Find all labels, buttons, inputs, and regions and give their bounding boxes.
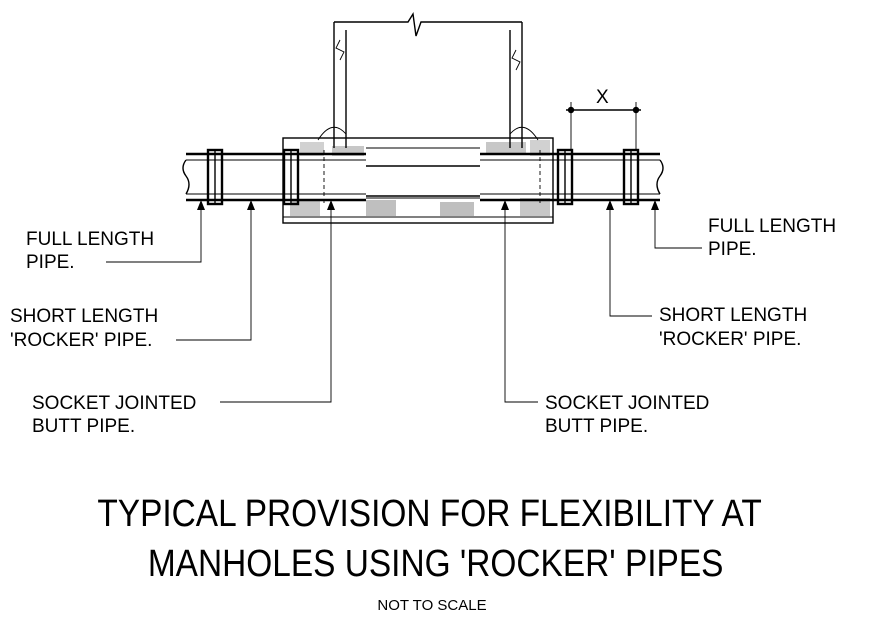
label-butt-right: SOCKET JOINTED [545, 393, 709, 414]
label-full-length-right: FULL LENGTH [708, 216, 836, 237]
label-rocker-left: SHORT LENGTH [10, 306, 158, 327]
dimension-x-label: X [596, 87, 609, 108]
label-rocker-right-2: 'ROCKER' PIPE. [659, 329, 801, 350]
concrete-fill [290, 140, 550, 216]
label-butt-left: SOCKET JOINTED [32, 393, 196, 414]
label-full-length-right-2: PIPE. [708, 239, 757, 260]
leader-lines [106, 200, 702, 403]
drawing-title-line2: MANHOLES USING 'ROCKER' PIPES [148, 542, 724, 584]
drawing-title-line1: TYPICAL PROVISION FOR FLEXIBILITY AT [97, 492, 762, 534]
manhole-base [282, 126, 554, 224]
dimension-x: X [566, 87, 641, 150]
right-pipe-run [480, 148, 664, 206]
label-rocker-left-2: 'ROCKER' PIPE. [10, 330, 152, 351]
scale-note: NOT TO SCALE [377, 597, 486, 614]
label-butt-right-2: BUTT PIPE. [545, 416, 648, 437]
manhole-wall [333, 11, 523, 148]
label-full-length-left: FULL LENGTH [26, 229, 154, 250]
left-pipe-run [182, 148, 366, 206]
label-butt-left-2: BUTT PIPE. [32, 416, 135, 437]
label-rocker-right: SHORT LENGTH [659, 305, 807, 326]
label-full-length-left-2: PIPE. [26, 252, 75, 273]
